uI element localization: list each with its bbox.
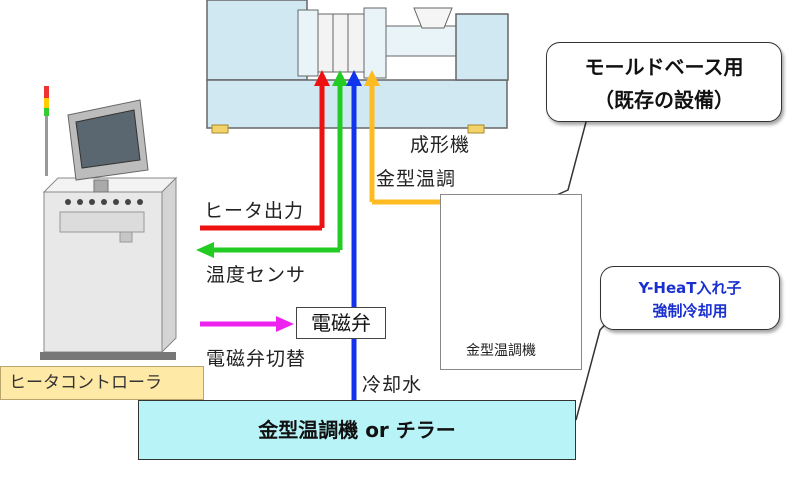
cooling-water-label: 冷却水 bbox=[362, 374, 423, 396]
heater-output-label: ヒータ出力 bbox=[204, 200, 305, 222]
temp-sensor-label: 温度センサ bbox=[206, 264, 307, 286]
injection-molding-machine-icon bbox=[206, 0, 509, 134]
callout-pointer-mold-base bbox=[533, 121, 587, 206]
callout-yheat-line1: Y-HeaT入れ子 bbox=[638, 279, 742, 297]
molding-machine-label: 成形機 bbox=[410, 134, 471, 156]
callout-mold-base-line1: モールドベース用 bbox=[584, 55, 744, 79]
mold-temp-control-label: 金型温調 bbox=[376, 168, 457, 190]
callout-yheat-line2: 強制冷却用 bbox=[652, 302, 728, 320]
heater-controller-cabinet bbox=[40, 176, 178, 360]
heater-output-line bbox=[200, 70, 330, 231]
mold-temp-unit-label: 金型温調機 bbox=[466, 343, 536, 359]
solenoid-valve: 電磁弁 bbox=[296, 307, 386, 339]
chiller-box: 金型温調機 or チラー bbox=[138, 400, 576, 460]
mold-temp-control-line bbox=[364, 70, 440, 205]
callout-mold-base: モールドベース用 （既存の設備） bbox=[546, 42, 782, 122]
signal-tower-icon bbox=[44, 86, 49, 176]
callout-mold-base-line2: （既存の設備） bbox=[594, 88, 734, 112]
mold-temp-unit-box bbox=[440, 194, 582, 370]
callout-yheat: Y-HeaT入れ子 強制冷却用 bbox=[600, 266, 780, 330]
heater-controller-label: ヒータコントローラ bbox=[0, 366, 204, 400]
temp-sensor-line bbox=[196, 70, 348, 258]
touch-panel-icon bbox=[67, 99, 149, 193]
solenoid-switching-line bbox=[200, 316, 294, 332]
solenoid-switching-label: 電磁弁切替 bbox=[206, 348, 307, 370]
button-row bbox=[65, 199, 143, 205]
cooling-water-line bbox=[346, 70, 362, 400]
